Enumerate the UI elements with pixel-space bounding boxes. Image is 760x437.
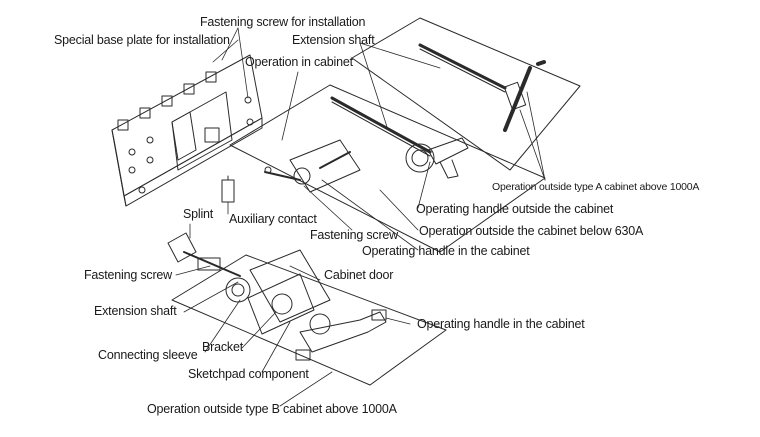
label-fastening-screw-low: Fastening screw: [84, 268, 173, 282]
label-fastening-screw-installation: Fastening screw for installation: [200, 15, 366, 29]
below-630-cabinet-panel: [230, 85, 545, 252]
cabinet-door-part: [250, 250, 330, 322]
label-sketchpad-component: Sketchpad component: [188, 367, 309, 381]
type-a-cabinet-panel: [352, 18, 580, 170]
label-extension-shaft-top: Extension shaft: [292, 33, 375, 47]
extension-shaft-rod-a: [420, 45, 505, 88]
type-a-handle: [504, 62, 544, 130]
label-cabinet-door: Cabinet door: [324, 268, 394, 282]
handle-outside-cabinet: [406, 138, 468, 178]
leader-lines: [176, 28, 545, 406]
extension-shaft-rod-a2: [420, 49, 505, 92]
splint-part: [168, 233, 220, 270]
switch-body: [112, 55, 262, 206]
label-operation-type-a: Operation outside type A cabinet above 1…: [492, 181, 700, 193]
extension-shaft-rod-c: [184, 252, 240, 276]
label-auxiliary-contact: Auxiliary contact: [229, 212, 317, 226]
label-fastening-screw-mid: Fastening screw: [310, 228, 399, 242]
extension-shaft-rod-b: [332, 98, 430, 152]
auxiliary-contact-part: [222, 176, 234, 202]
label-operation-type-b: Operation outside type B cabinet above 1…: [147, 402, 397, 416]
label-operating-handle-in-cabinet-mid: Operating handle in the cabinet: [362, 244, 530, 258]
label-special-base-plate: Special base plate for installation: [54, 33, 230, 47]
label-bracket: Bracket: [202, 340, 243, 354]
in-cabinet-handle-mid: [265, 140, 360, 192]
bracket-and-sleeve: [226, 274, 314, 334]
label-operation-in-cabinet: Operation in cabinet: [245, 55, 353, 69]
label-operating-handle-in-cabinet-low: Operating handle in the cabinet: [417, 317, 585, 331]
extension-shaft-rod-b2: [332, 102, 430, 156]
label-extension-shaft-low: Extension shaft: [94, 304, 177, 318]
label-connecting-sleeve: Connecting sleeve: [98, 348, 198, 362]
label-operating-handle-outside: Operating handle outside the cabinet: [416, 202, 614, 216]
label-splint: Splint: [183, 207, 214, 221]
in-cabinet-handle-low: [296, 310, 386, 360]
label-operation-below-630: Operation outside the cabinet below 630A: [419, 224, 644, 238]
type-b-cabinet-panel: [172, 255, 446, 385]
